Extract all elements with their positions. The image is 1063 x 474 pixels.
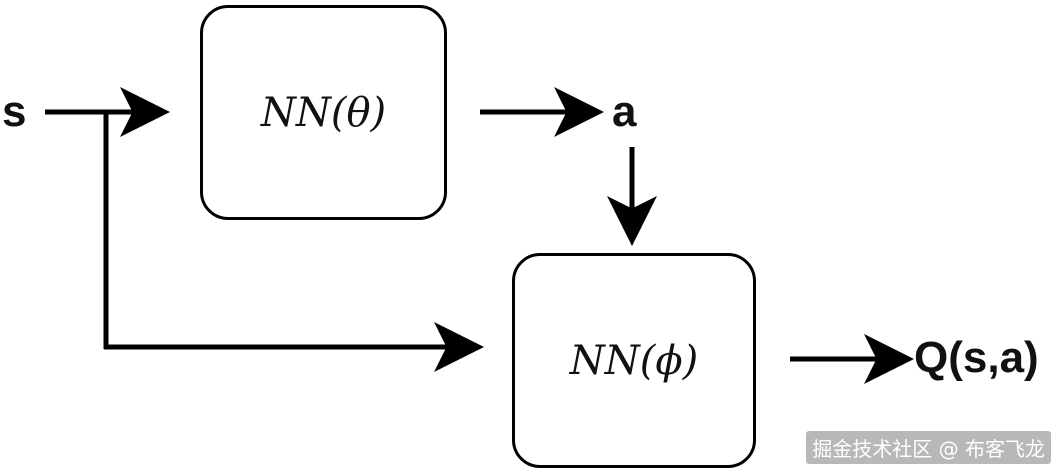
critic-network-box: NN(ϕ) xyxy=(512,253,756,468)
actor-network-label: NN(θ) xyxy=(260,89,387,136)
critic-network-label: NN(ϕ) xyxy=(569,337,699,384)
q-value-label: Q(s,a) xyxy=(914,333,1039,382)
watermark: 掘金技术社区 @ 布客飞龙 xyxy=(806,431,1051,464)
input-state-label: s xyxy=(2,87,27,136)
action-label: a xyxy=(612,87,637,136)
actor-network-box: NN(θ) xyxy=(200,5,447,220)
